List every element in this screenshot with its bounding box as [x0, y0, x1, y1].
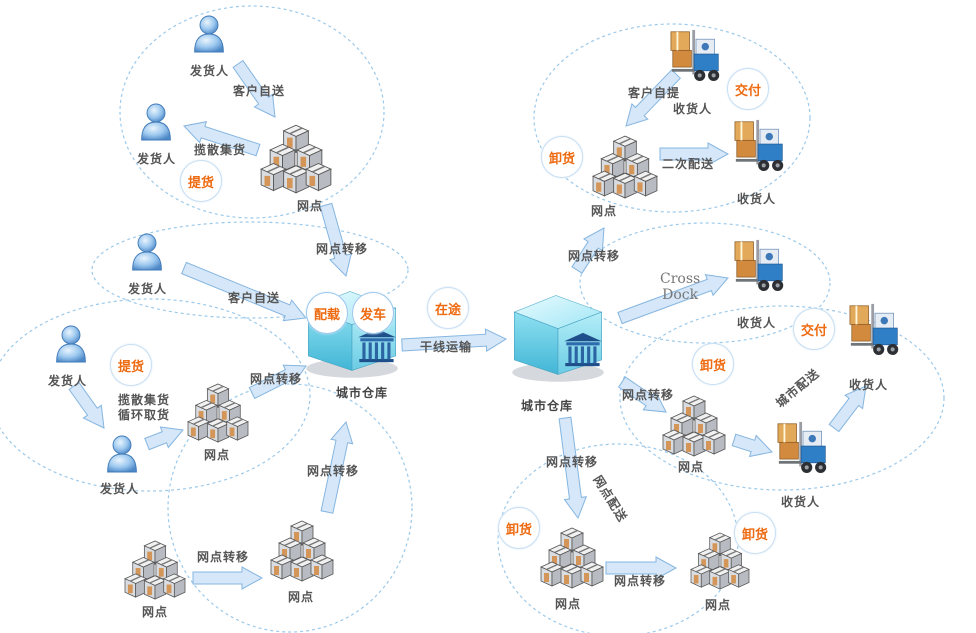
person-icon	[141, 103, 171, 141]
unload-badge: 卸货	[541, 136, 583, 178]
outlet-label: 网点	[591, 204, 618, 218]
flow-arrow	[181, 261, 307, 322]
box-stack-icon	[125, 541, 185, 599]
flow-arrow	[320, 420, 354, 514]
unload-badge: 卸货	[498, 507, 540, 549]
forklift-icon	[777, 420, 828, 474]
flow-arrow	[731, 433, 773, 458]
customer-dropoff-label: 客户自送	[233, 84, 286, 98]
outlet-label: 网点	[297, 199, 324, 213]
receiver-label: 收货人	[737, 192, 777, 206]
flow-arrow	[617, 376, 667, 413]
sender-label: 发货人	[190, 64, 230, 78]
forklift-icon	[670, 28, 721, 82]
flow-arrow	[617, 273, 729, 325]
flow-arrow	[401, 328, 508, 352]
box-stack-icon	[261, 125, 331, 193]
unload-badge: 卸货	[734, 512, 776, 554]
flow-arrow	[232, 59, 276, 118]
box-stack-icon	[593, 136, 657, 198]
box-stack-icon	[541, 528, 603, 588]
flow-arrow	[571, 227, 605, 274]
outlet-transfer-label: 网点转移	[316, 242, 369, 256]
customer-dropoff-label: 客户自送	[228, 291, 281, 305]
region-boundaries	[0, 5, 945, 633]
flow-arrow	[183, 121, 261, 157]
receiver-label: 收货人	[737, 316, 777, 330]
sender-label: 发货人	[100, 482, 140, 496]
sender-label: 发货人	[137, 152, 177, 166]
deliver-badge: 交付	[793, 308, 835, 350]
flow-arrow	[144, 426, 184, 451]
box-stack-icon	[271, 521, 333, 581]
outlet-transfer-label: 网点转移	[546, 455, 599, 469]
outlet-label: 网点	[555, 597, 582, 611]
flow-arrow	[605, 556, 678, 580]
pickup-badge: 提货	[110, 344, 152, 386]
flow-arrow	[192, 566, 264, 590]
city-warehouse-label: 城市仓库	[521, 399, 574, 413]
sender-label: 发货人	[48, 374, 88, 388]
box-stack-icon	[663, 396, 725, 456]
outlet-label: 网点	[204, 448, 231, 462]
in-transit-badge: 在途	[427, 287, 469, 329]
forklift-icon	[734, 118, 785, 172]
city-warehouse-label: 城市仓库	[336, 386, 389, 400]
flow-arrow	[68, 381, 105, 429]
outlet-label: 网点	[705, 598, 732, 612]
flow-arrow	[248, 364, 307, 400]
cross-dock-label: Cross Dock	[660, 271, 701, 303]
receiver-label: 收货人	[673, 102, 713, 116]
forklift-icon	[734, 238, 785, 292]
person-icon	[56, 325, 86, 363]
load-badge: 配载	[306, 292, 348, 334]
outlet-transfer-label: 网点转移	[622, 388, 675, 402]
person-icon	[194, 15, 224, 53]
receiver-label: 收货人	[781, 495, 821, 509]
customer-pickup-label: 客户自提	[628, 86, 681, 100]
outlet-transfer-label: 网点转移	[568, 249, 621, 263]
flow-arrow	[828, 385, 867, 433]
outlet-transfer-label: 网点转移	[614, 574, 667, 588]
person-icon	[107, 435, 137, 473]
flow-arrows	[68, 59, 867, 590]
unload-badge: 卸货	[692, 343, 734, 385]
box-stack-icon	[188, 384, 248, 442]
scattered-collect-label: 揽散集货	[194, 143, 247, 157]
depart-badge: 发车	[352, 292, 394, 334]
person-icon	[132, 233, 162, 271]
forklift-icon	[849, 302, 900, 356]
outlet-label: 网点	[678, 460, 705, 474]
flow-arrow	[319, 202, 352, 277]
pickup-badge: 提货	[180, 160, 222, 202]
secondary-delivery-label: 二次配送	[662, 157, 715, 171]
outlet-transfer-label: 网点转移	[197, 550, 250, 564]
flow-arrow	[625, 69, 682, 127]
sender-label: 发货人	[128, 282, 168, 296]
receiver-label: 收货人	[849, 378, 889, 392]
deliver-badge: 交付	[727, 68, 769, 110]
warehouse-icon	[511, 294, 605, 383]
outlet-transfer-label: 网点转移	[250, 372, 303, 386]
flow-arrow	[558, 416, 588, 520]
flow-arrow	[659, 142, 730, 166]
circular-pickup-label: 揽散集货 循环取货	[118, 393, 171, 422]
outlet-transfer-label: 网点转移	[307, 464, 360, 478]
outlet-label: 网点	[288, 590, 315, 604]
outlet-label: 网点	[142, 605, 169, 619]
trunk-transport-label: 干线运输	[420, 340, 473, 354]
